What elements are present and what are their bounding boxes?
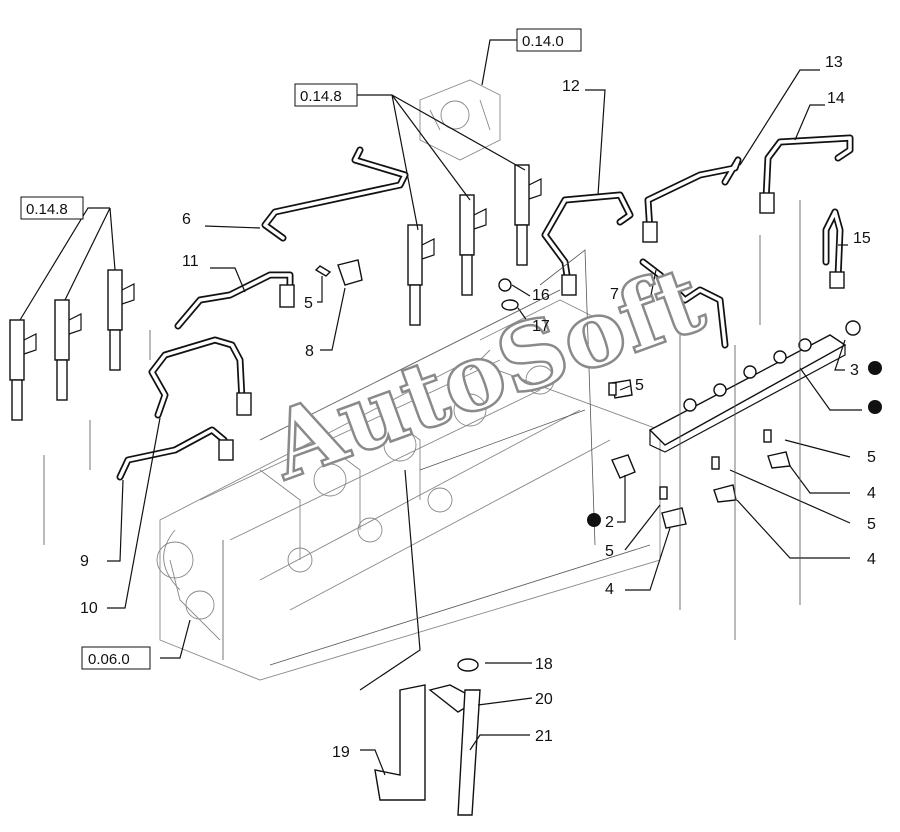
pipe-9 [116, 426, 230, 481]
callout-17: 17 [532, 318, 550, 335]
pipe-6 [261, 146, 409, 242]
ref-box-0-14-8-left: 0.14.8 [20, 196, 84, 220]
injectors-top [407, 164, 542, 326]
callout-5e: 5 [867, 516, 876, 533]
bullet-rail [868, 400, 882, 414]
callout-21: 21 [535, 728, 553, 745]
svg-text:0.14.8: 0.14.8 [300, 88, 342, 105]
callout-18: 18 [535, 656, 553, 673]
bullet-markers [587, 361, 882, 527]
svg-text:0.14.8: 0.14.8 [26, 201, 68, 218]
pipe-13 [644, 156, 742, 236]
pipe-15 [822, 208, 844, 282]
ref-box-0-06-0: 0.06.0 [81, 646, 151, 670]
callout-4: 4 [867, 485, 876, 502]
callout-16: 16 [532, 287, 550, 304]
callout-19: 19 [332, 744, 350, 761]
callout-6: 6 [182, 211, 191, 228]
callout-4c: 4 [605, 581, 614, 598]
callout-2: 2 [605, 514, 614, 531]
callout-4b: 4 [867, 551, 876, 568]
pipe-10 [148, 336, 246, 419]
callout-11: 11 [182, 253, 199, 270]
pipe-11 [174, 271, 294, 330]
callouts: 13 12 14 6 15 11 5 16 7 8 17 5 3 5 4 2 5… [80, 54, 876, 761]
callout-10: 10 [80, 600, 98, 617]
common-rail [648, 320, 861, 453]
pipe-12 [541, 191, 634, 286]
callout-12: 12 [562, 78, 580, 95]
engine-block [156, 299, 661, 681]
injectors-left [9, 269, 135, 421]
svg-text:0.06.0: 0.06.0 [88, 651, 130, 668]
leader-lines [19, 39, 862, 776]
callout-5c: 5 [867, 449, 876, 466]
callout-20: 20 [535, 691, 553, 708]
watermark: AutoSoft [255, 244, 718, 501]
callout-13: 13 [825, 54, 843, 71]
callout-3: 3 [850, 362, 859, 379]
callout-5d: 5 [605, 543, 614, 560]
callout-9: 9 [80, 553, 89, 570]
ref-box-0-14-8-top: 0.14.8 [294, 83, 358, 107]
pipe-14 [762, 134, 854, 204]
callout-15: 15 [853, 230, 871, 247]
callout-8: 8 [305, 343, 314, 360]
bullet-2 [587, 513, 601, 527]
fuel-pump [419, 79, 501, 161]
callout-5: 5 [304, 295, 313, 312]
callout-14: 14 [827, 90, 845, 107]
callout-7: 7 [610, 286, 619, 303]
callout-5b: 5 [635, 377, 644, 394]
pipe-7 [639, 258, 729, 349]
svg-text:0.14.0: 0.14.0 [522, 33, 564, 50]
bullet-3 [868, 361, 882, 375]
fittings [218, 192, 845, 816]
ref-box-0-14-0: 0.14.0 [516, 28, 582, 52]
